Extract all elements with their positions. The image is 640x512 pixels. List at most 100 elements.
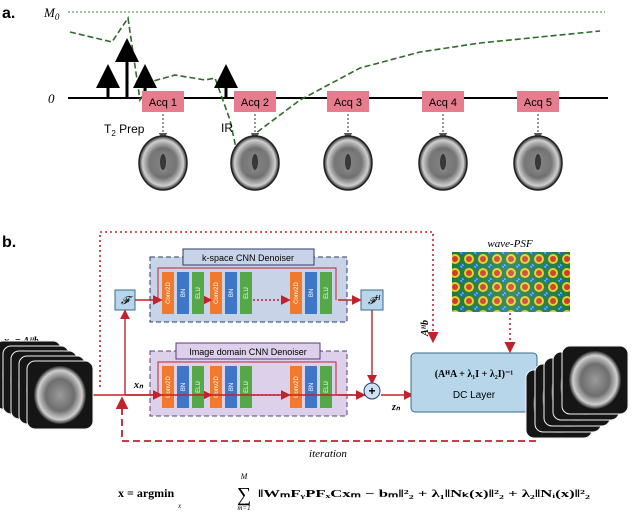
- ahb-feed-arrow: [99, 231, 439, 387]
- equation-under: x: [177, 502, 182, 510]
- kspace-group2-conv2d-label: Conv2D: [214, 282, 220, 304]
- brain-lobe-right-1: [165, 150, 177, 174]
- acq-label-1: Acq 1: [149, 97, 177, 109]
- iteration-label: iteration: [309, 448, 347, 460]
- m0-label: M0: [43, 5, 60, 22]
- ahb-label: Aᴴb: [420, 320, 431, 337]
- panel-a-label: a.: [2, 5, 15, 22]
- panel-b-label: b.: [2, 234, 16, 251]
- dc-formula: (AᴴA + λ₁I + λ₂I)⁻¹: [435, 369, 514, 380]
- brain-ventricle-1: [160, 154, 166, 170]
- kspace-group2-conv2d: [210, 272, 222, 314]
- image-group2-bn: [225, 366, 237, 408]
- ir-label: IR: [221, 121, 233, 135]
- acq-box-3: [327, 91, 369, 112]
- brain-lobe-left-3: [334, 150, 346, 174]
- brain-lobe-left-1: [149, 150, 161, 174]
- cnn-layers-group: Conv2D BN ELU Conv2D BN ELU Conv2D BN ELU Conv2D B…: [157, 267, 337, 408]
- image-group3-elu-label: ELU: [324, 381, 330, 393]
- zn-label: zₙ: [391, 402, 401, 413]
- acq-box-4: [422, 91, 464, 112]
- t2prep-label: T2 Prep: [104, 122, 145, 138]
- image-skip-connection: [157, 361, 337, 395]
- acq-label-5: Acq 5: [524, 97, 552, 109]
- image-group2-bn-label: BN: [229, 383, 235, 391]
- wave-psf-overlay: [452, 252, 570, 312]
- kspace-group2-elu-label: ELU: [244, 287, 250, 299]
- kspace-group3-conv2d-label: Conv2D: [294, 282, 300, 304]
- sum-lower-limit: m=1: [237, 504, 250, 512]
- xn-label: xₙ: [133, 380, 144, 391]
- loss-equation: x = argmin x M ∑ m=1 ‖WₘFᵧPFₓCxₘ − bₘ‖²₂…: [118, 472, 591, 512]
- kspace-group3-elu: [320, 272, 332, 314]
- kspace-group1-conv2d-label: Conv2D: [166, 282, 172, 304]
- sum-symbol: +: [368, 384, 375, 398]
- kspace-group1-elu-label: ELU: [196, 287, 202, 299]
- kspace-group3-conv2d: [290, 272, 302, 314]
- iteration-loop-arrow: [115, 396, 538, 442]
- image-group2-elu-label: ELU: [244, 381, 250, 393]
- brain-lobe-left-2: [241, 150, 253, 174]
- brain-lobe-right-2: [257, 150, 269, 174]
- kspace-group1-elu: [192, 272, 204, 314]
- acq-label-2: Acq 2: [241, 97, 269, 109]
- kspace-group2-bn: [225, 272, 237, 314]
- image-group3-conv2d-label: Conv2D: [294, 376, 300, 398]
- image-group3-elu: [320, 366, 332, 408]
- zero-label: 0: [48, 91, 55, 106]
- brain-ventricle-3: [345, 154, 351, 170]
- kspace-group2-elu: [240, 272, 252, 314]
- image-group2-conv2d: [210, 366, 222, 408]
- kspace-group1-bn: [177, 272, 189, 314]
- sum-node: [363, 382, 381, 400]
- input-image-stack: [0, 340, 94, 430]
- acq-box-2: [234, 91, 276, 112]
- brain-lobe-right-4: [445, 150, 457, 174]
- image-group1-elu-label: ELU: [196, 381, 202, 393]
- acq-label-3: Acq 3: [334, 97, 362, 109]
- brain-ventricle-4: [440, 154, 446, 170]
- image-denoiser-title-box: [175, 342, 321, 360]
- acq-box-1: [142, 91, 184, 112]
- magnetization-curve: [69, 15, 601, 150]
- kspace-group2-bn-label: BN: [229, 289, 235, 297]
- dc-layer-box: [410, 352, 538, 413]
- image-group3-bn: [305, 366, 317, 408]
- acquisition-group: Acq 1 Acq 2 Acq 3 Acq 4 Acq 5: [138, 91, 563, 191]
- input-stack-brain-1: [34, 366, 86, 424]
- dc-layer-label: DC Layer: [453, 390, 496, 401]
- image-group2-conv2d-label: Conv2D: [214, 376, 220, 398]
- inverse-fourier-label: 𝓕H: [368, 294, 381, 307]
- sum-upper-limit: M: [240, 472, 249, 481]
- image-group3-conv2d: [290, 366, 302, 408]
- brain-lobe-left-4: [429, 150, 441, 174]
- kspace-group1-bn-label: BN: [181, 289, 187, 297]
- image-denoiser-title: Image domain CNN Denoiser: [189, 347, 307, 357]
- equation-lhs: x = argmin: [118, 486, 174, 500]
- brain-ventricle-2: [252, 154, 258, 170]
- image-group1-bn-label: BN: [181, 383, 187, 391]
- image-group1-bn: [177, 366, 189, 408]
- brain-lobe-left-5: [524, 150, 536, 174]
- sum-sign: ∑: [237, 484, 251, 506]
- kspace-group3-bn: [305, 272, 317, 314]
- equation-body: ‖WₘFᵧPFₓCxₘ − bₘ‖²₂ + λ₁‖Nₖ(x)‖²₂ + λ₂‖N…: [258, 488, 591, 500]
- brain-lobe-right-3: [350, 150, 362, 174]
- acq-label-4: Acq 4: [429, 97, 457, 109]
- output-stack-brain-1: [569, 351, 621, 409]
- kspace-group1-conv2d: [162, 272, 174, 314]
- kspace-denoiser-title-box: [182, 248, 315, 266]
- kspace-denoiser-title: k-space CNN Denoiser: [202, 253, 294, 263]
- kspace-group3-bn-label: BN: [309, 289, 315, 297]
- output-image-stack: [525, 345, 629, 439]
- kspace-skip-connection: [157, 267, 337, 300]
- image-group2-elu: [240, 366, 252, 408]
- image-group1-conv2d-label: Conv2D: [166, 376, 172, 398]
- acq-box-5: [517, 91, 559, 112]
- brain-lobe-right-5: [540, 150, 552, 174]
- image-group1-elu: [192, 366, 204, 408]
- image-group3-bn-label: BN: [309, 383, 315, 391]
- kspace-group3-elu-label: ELU: [324, 287, 330, 299]
- wave-psf-label: wave-PSF: [487, 238, 532, 250]
